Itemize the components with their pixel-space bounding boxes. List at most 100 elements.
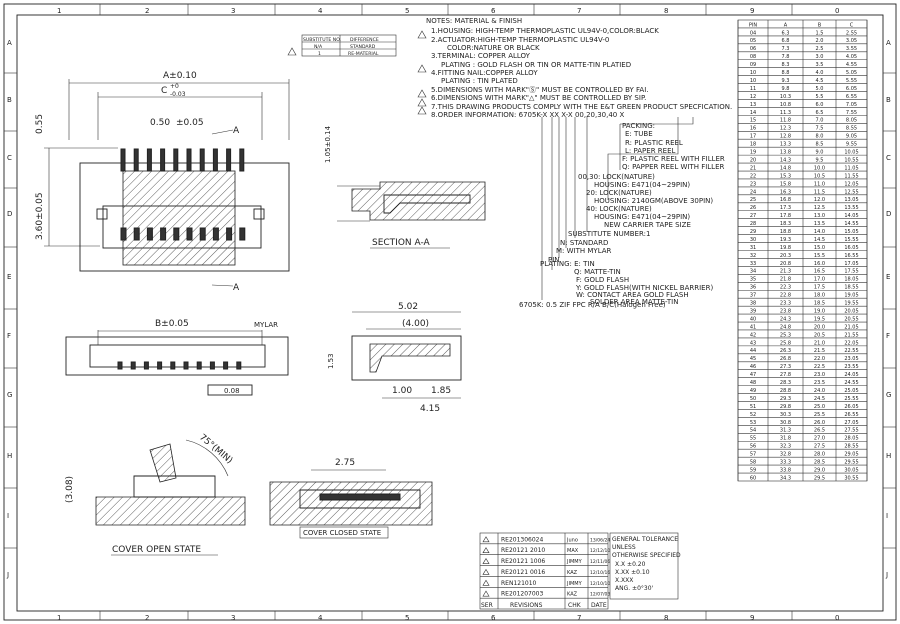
pin-table-cell: 18.0	[814, 293, 825, 299]
pin-table-cell: 15.8	[780, 181, 791, 187]
pin-terminal	[212, 148, 218, 172]
svg-text:1.85: 1.85	[431, 386, 451, 396]
cover-closed-label: COVER CLOSED STATE	[303, 529, 381, 537]
column-label: 6	[491, 614, 496, 622]
svg-text:Y: GOLD FLASH(WITH NICKEL BARR: Y: GOLD FLASH(WITH NICKEL BARRIER)	[575, 284, 713, 292]
revision-date: 12/07/03	[590, 592, 610, 598]
svg-text:NEW CARRIER TAPE SIZE: NEW CARRIER TAPE SIZE	[604, 221, 691, 229]
pin-table-cell: 27	[750, 213, 756, 219]
pin-table-cell: 16.3	[780, 189, 791, 195]
svg-text:0.08: 0.08	[224, 387, 240, 395]
pin-table-cell: 36	[750, 285, 756, 291]
pin-table-cell: 16	[750, 126, 756, 132]
section-label: SECTION A-A	[372, 238, 431, 248]
pin-table-cell: 14.05	[844, 213, 858, 219]
svg-text:SUBSTITUTE NUMBER:1: SUBSTITUTE NUMBER:1	[568, 230, 650, 238]
pin-table-cell: 2.5	[816, 46, 824, 52]
revision-number: RE20121 2010	[501, 547, 545, 554]
pin-table-cell: 32.8	[780, 452, 791, 458]
svg-text:1.00: 1.00	[392, 386, 412, 396]
pin-terminal	[170, 361, 176, 370]
pin-table-cell: 29.55	[844, 460, 858, 466]
pin-table-cell: 14.0	[814, 229, 825, 235]
pin-table-cell: 15.05	[844, 229, 858, 235]
pin-table-cell: 21.8	[780, 277, 791, 283]
pin-terminal	[160, 148, 166, 172]
pin-table-cell: 10.5	[814, 173, 825, 179]
svg-text:ANG. ±0°30': ANG. ±0°30'	[615, 585, 654, 592]
pin-table-cell: 7.5	[816, 126, 824, 132]
revision-date: 12/11/06	[590, 559, 610, 565]
pin-table-cell: 27.8	[780, 372, 791, 378]
svg-text:+0: +0	[170, 83, 179, 90]
row-label: H	[886, 452, 891, 460]
pin-table-cell: 41	[750, 324, 756, 330]
pin-table-cell: 12.05	[844, 181, 858, 187]
pin-terminal	[120, 148, 126, 172]
pin-table-cell: 6.8	[782, 38, 790, 44]
pin-table-cell: 26.05	[844, 404, 858, 410]
svg-text:(3.08): (3.08)	[65, 476, 75, 503]
svg-text:F: PLASTIC REEL WITH FILLER: F: PLASTIC REEL WITH FILLER	[622, 155, 725, 163]
pin-table-cell: 15.55	[844, 237, 858, 243]
pin-terminal	[120, 227, 127, 241]
pin-table-cell: 22.8	[780, 293, 791, 299]
triangle-mark-icon	[482, 590, 490, 597]
row-label: B	[886, 96, 891, 104]
pin-table-cell: 35	[750, 277, 756, 283]
pin-table-cell: 5.05	[846, 70, 857, 76]
pin-terminal	[223, 361, 229, 370]
pin-table-cell: 43	[750, 340, 756, 346]
pin-table-cell: 52	[750, 412, 756, 418]
pin-terminal	[239, 227, 246, 241]
pin-table-cell: 15.0	[814, 245, 825, 251]
pin-table-cell: 24.05	[844, 372, 858, 378]
pin-table-cell: 58	[750, 460, 756, 466]
row-label: G	[7, 391, 12, 399]
pin-table-cell: 3.5	[816, 62, 824, 68]
pin-terminal	[157, 361, 163, 370]
pin-table-cell: 21.5	[814, 348, 825, 354]
pin-terminal	[212, 227, 219, 241]
pin-table-cell: 20.55	[844, 316, 858, 322]
pin-table-cell: 2.0	[816, 38, 824, 44]
svg-text:DIFFERENCE: DIFFERENCE	[350, 37, 379, 43]
svg-text:HOUSING: E471(04~29PIN): HOUSING: E471(04~29PIN)	[594, 213, 690, 221]
column-label: 4	[318, 7, 323, 15]
svg-text:00,30: LOCK(NATURE): 00,30: LOCK(NATURE)	[578, 173, 655, 181]
pin-table-cell: 05	[750, 38, 756, 44]
pin-table-cell: 47	[750, 372, 756, 378]
pin-terminal	[146, 148, 152, 172]
pin-table-cell: 27.3	[780, 364, 791, 370]
triangle-mark-icon	[482, 536, 490, 543]
svg-text:STANDARD: STANDARD	[350, 44, 376, 50]
pin-table-cell: 25.5	[814, 412, 825, 418]
pin-table-cell: 22	[750, 173, 756, 179]
pin-table-cell: 09	[750, 62, 756, 68]
svg-text:2.75: 2.75	[335, 458, 355, 468]
pin-table-cell: 7.8	[782, 54, 790, 60]
svg-text:PACKING:: PACKING:	[622, 122, 655, 130]
pin-table-cell: 4.55	[846, 62, 857, 68]
pin-table-cell: 23.05	[844, 356, 858, 362]
pin-table-cell: 56	[750, 444, 756, 450]
pin-table-cell: 23	[750, 181, 756, 187]
svg-text:1.05±0.14: 1.05±0.14	[324, 125, 332, 163]
pin-table-cell: 8.3	[782, 62, 790, 68]
note-line: COLOR:NATURE OR BLACK	[447, 44, 540, 52]
pin-terminal	[196, 361, 202, 370]
triangle-mark-icon	[417, 30, 427, 115]
pin-table-cell: 13.5	[814, 221, 825, 227]
pin-terminal	[146, 227, 153, 241]
pin-table-header: A	[784, 22, 788, 28]
pin-table-cell: 50	[750, 396, 756, 402]
pin-table-cell: 18.5	[814, 301, 825, 307]
pin-table-cell: 11.8	[780, 118, 791, 124]
pin-table-cell: 23.5	[814, 380, 825, 386]
column-label: 1	[57, 7, 61, 15]
pin-table-cell: 29	[750, 229, 756, 235]
pin-table-cell: 26.3	[780, 348, 791, 354]
pin-table-cell: 45	[750, 356, 756, 362]
svg-text:CHK: CHK	[568, 602, 582, 609]
svg-text:X.XX ±0.10: X.XX ±0.10	[615, 569, 650, 576]
